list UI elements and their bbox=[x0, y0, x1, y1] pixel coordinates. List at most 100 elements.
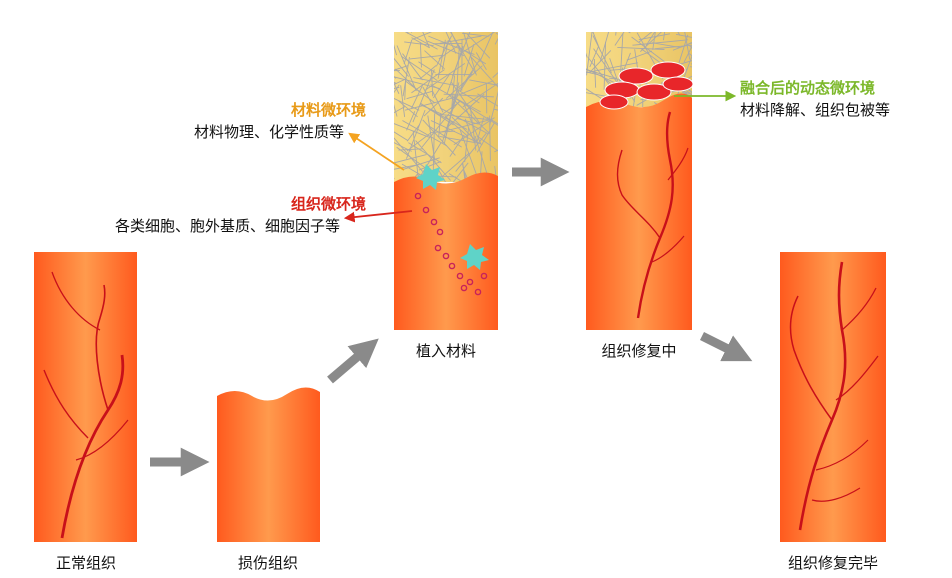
material-fiber bbox=[438, 113, 442, 138]
material-fiber bbox=[394, 98, 420, 111]
material-fiber bbox=[412, 69, 435, 123]
stage-label-repairing: 组织修复中 bbox=[601, 342, 677, 360]
stage-label-implant: 植入材料 bbox=[415, 342, 477, 360]
material-fiber bbox=[454, 97, 498, 126]
material-fiber bbox=[464, 118, 475, 143]
red-cell bbox=[599, 94, 629, 110]
dynamic-annotation-detail: 材料降解、组织包被等 bbox=[740, 101, 891, 119]
cytokine-dot bbox=[422, 206, 430, 214]
material-fiber bbox=[401, 163, 422, 176]
material-fiber bbox=[406, 90, 434, 100]
material-fiber bbox=[441, 39, 449, 70]
material-fiber bbox=[403, 39, 413, 64]
repaired-tissue-block bbox=[780, 252, 886, 542]
material-fiber bbox=[690, 63, 692, 65]
repairing-tissue-block bbox=[586, 32, 694, 330]
vessel-branch bbox=[789, 295, 833, 421]
material-fiber bbox=[401, 55, 438, 82]
vessel-branch bbox=[667, 147, 689, 181]
material-fiber bbox=[683, 45, 692, 63]
material-fiber bbox=[638, 32, 653, 43]
red-cell bbox=[636, 83, 672, 101]
red-cell bbox=[618, 67, 654, 85]
cytokine-dot bbox=[436, 228, 444, 236]
material-fiber bbox=[419, 104, 443, 115]
cytokine-dot bbox=[460, 284, 468, 292]
material-fiber bbox=[432, 113, 436, 171]
material-fiber bbox=[438, 169, 446, 182]
material-fiber bbox=[494, 37, 498, 45]
red-cell bbox=[662, 76, 694, 92]
process-arrow bbox=[699, 331, 753, 362]
material-fiber bbox=[441, 100, 462, 116]
material-fiber bbox=[407, 32, 409, 34]
material-fiber bbox=[476, 117, 485, 143]
material-fiber bbox=[462, 32, 490, 37]
material-annotation-arrow bbox=[348, 132, 405, 171]
cell-icon bbox=[460, 244, 489, 270]
material-fiber bbox=[599, 32, 610, 61]
material-fiber bbox=[394, 106, 406, 114]
material-fiber bbox=[437, 39, 446, 79]
material-fiber bbox=[461, 163, 467, 182]
material-fiber bbox=[586, 69, 617, 79]
stage-label-damaged: 损伤组织 bbox=[237, 554, 299, 572]
material-fiber bbox=[427, 108, 468, 130]
damaged-tissue-block bbox=[217, 387, 320, 542]
cytokine-dot bbox=[474, 288, 482, 296]
dynamic-annotation-title: 融合后的动态微环境 bbox=[740, 79, 876, 97]
material-fiber bbox=[424, 50, 445, 70]
implant-tissue-region bbox=[394, 172, 498, 330]
material-fiber bbox=[409, 55, 443, 60]
stage-label-normal: 正常组织 bbox=[55, 554, 117, 572]
tissue-annotation-arrow bbox=[343, 210, 413, 223]
material-fiber bbox=[398, 100, 418, 118]
vessel-branch bbox=[841, 287, 877, 331]
vessel-branch bbox=[75, 419, 129, 461]
material-fiber bbox=[394, 123, 431, 138]
stage-label-repaired: 组织修复完毕 bbox=[787, 554, 879, 572]
material-fiber bbox=[495, 32, 498, 35]
material-fiber bbox=[689, 66, 692, 68]
material-fiber bbox=[451, 75, 455, 110]
cytokine-dot bbox=[448, 262, 456, 270]
material-fiber bbox=[589, 46, 599, 68]
material-fiber bbox=[445, 32, 457, 54]
material-fiber bbox=[456, 46, 460, 93]
material-annotation-title: 材料微环境 bbox=[290, 101, 366, 119]
normal-tissue-rect bbox=[34, 252, 137, 542]
material-fiber bbox=[404, 32, 438, 50]
material-fiber bbox=[593, 58, 597, 88]
material-fiber bbox=[493, 108, 498, 111]
material-fiber bbox=[681, 91, 692, 98]
material-fiber bbox=[632, 39, 689, 46]
material-fiber bbox=[453, 117, 495, 146]
material-fiber bbox=[406, 110, 416, 131]
material-fiber bbox=[615, 32, 617, 36]
material-fiber bbox=[440, 113, 492, 121]
cytokine-dot bbox=[466, 278, 474, 286]
material-fiber bbox=[411, 37, 430, 49]
material-fiber bbox=[445, 93, 485, 129]
material-fiber bbox=[404, 96, 459, 111]
material-fiber bbox=[446, 45, 464, 95]
tissue-annotation-detail: 各类细胞、胞外基质、细胞因子等 bbox=[114, 217, 340, 235]
material-fiber bbox=[688, 45, 692, 49]
material-fiber bbox=[394, 104, 398, 117]
material-fiber bbox=[400, 85, 406, 118]
material-fiber bbox=[441, 152, 470, 178]
material-fiber bbox=[457, 89, 480, 104]
material-fiber bbox=[402, 120, 447, 147]
red-cells bbox=[599, 61, 694, 110]
cytokine-dot bbox=[442, 252, 450, 260]
material-fiber bbox=[469, 55, 498, 88]
vessel-main bbox=[60, 354, 125, 539]
material-fiber bbox=[592, 32, 601, 52]
material-fiber bbox=[645, 32, 656, 46]
material-fiber bbox=[433, 73, 451, 99]
material-fiber bbox=[469, 79, 498, 86]
material-fiber bbox=[450, 81, 481, 124]
repaired-tissue-rect bbox=[780, 252, 886, 542]
